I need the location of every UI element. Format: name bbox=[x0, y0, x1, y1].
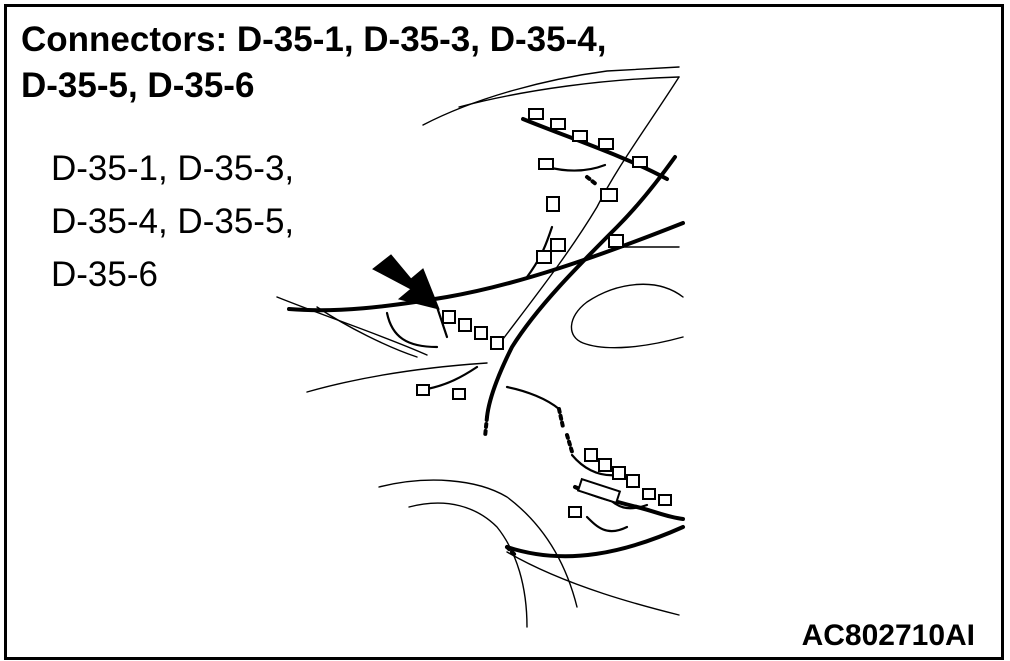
wiring-harness-drawing bbox=[276, 66, 685, 628]
page-title: Connectors: D-35-1, D-35-3, D-35-4, D-35… bbox=[21, 17, 606, 109]
connector-callout-label: D-35-1, D-35-3, D-35-4, D-35-5, D-35-6 bbox=[51, 142, 294, 301]
callout-line-3: D-35-6 bbox=[51, 255, 158, 294]
connector-blocks bbox=[416, 108, 672, 518]
callout-line-2: D-35-4, D-35-5, bbox=[51, 202, 295, 241]
title-line-1: Connectors: D-35-1, D-35-3, D-35-4, bbox=[21, 20, 607, 59]
pointer-arrow-icon bbox=[372, 254, 440, 310]
diagram-frame: Connectors: D-35-1, D-35-3, D-35-4, D-35… bbox=[4, 4, 1004, 660]
vehicle-body-outline bbox=[276, 66, 684, 628]
callout-line-1: D-35-1, D-35-3, bbox=[51, 149, 295, 188]
harness-trunk bbox=[287, 117, 685, 559]
harness-dashed-segments bbox=[483, 175, 599, 557]
figure-id: AC802710AI bbox=[801, 619, 975, 652]
title-line-2: D-35-5, D-35-6 bbox=[21, 66, 255, 105]
